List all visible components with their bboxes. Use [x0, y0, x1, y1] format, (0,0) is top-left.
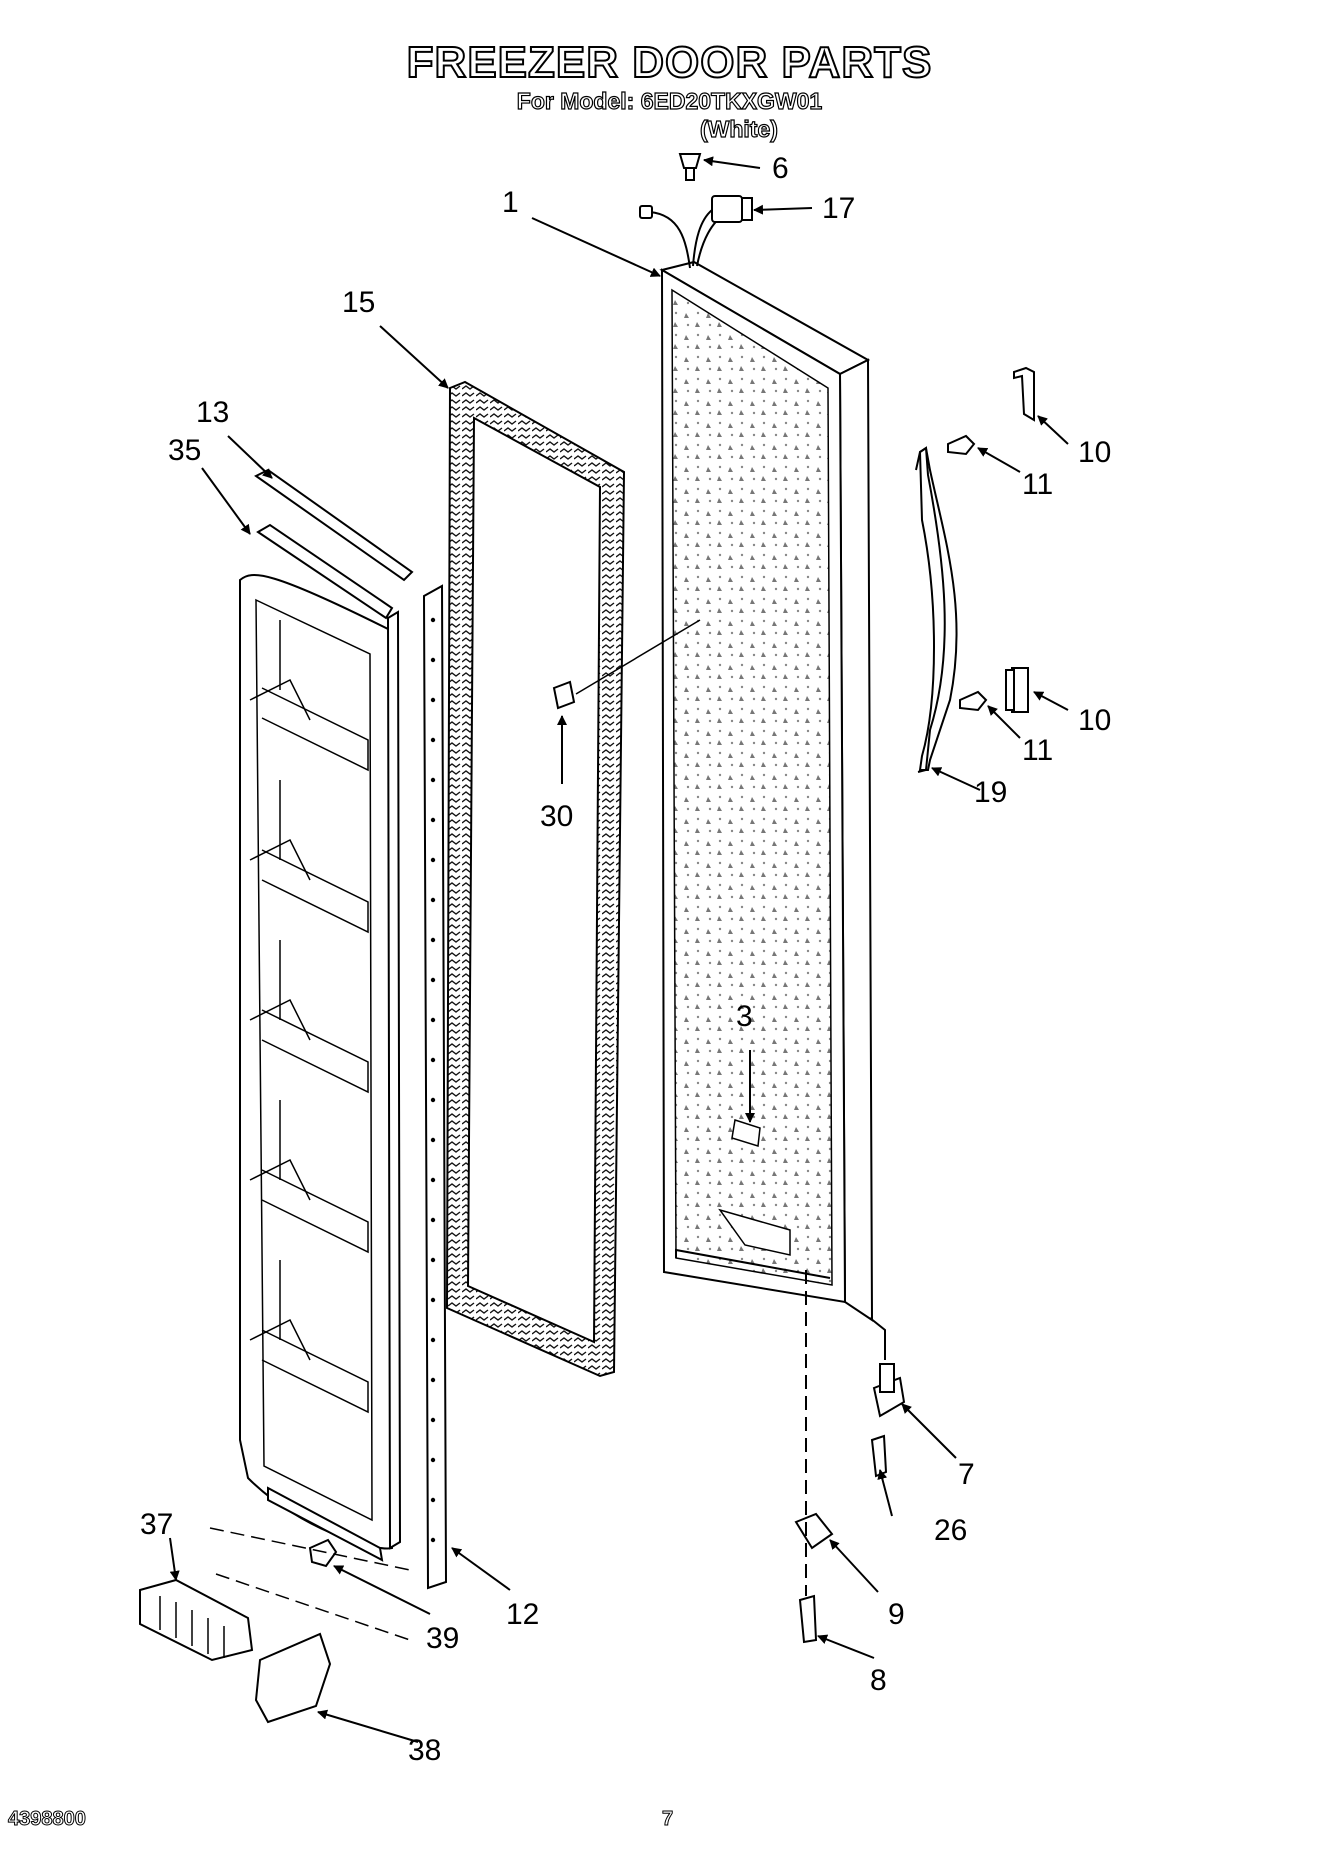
leader-6	[703, 156, 761, 169]
document-number: 4398800	[8, 1808, 87, 1831]
callout-8: 8	[870, 1664, 887, 1697]
leader-13	[227, 435, 273, 479]
door-handle	[915, 446, 958, 773]
leader-17	[753, 204, 813, 215]
page-title: FREEZER DOOR PARTS	[406, 37, 933, 88]
leader-lines	[169, 156, 1069, 1743]
callout-numbers: 1 3 6 7 8 9 10 10 11 11 12 13 15 17 19 2…	[140, 152, 1111, 1767]
callout-1: 1	[502, 186, 519, 219]
leader-26	[877, 1469, 893, 1517]
callout-39: 39	[426, 1622, 459, 1655]
callout-3: 3	[736, 1000, 753, 1033]
callout-12: 12	[506, 1598, 539, 1631]
leader-11b	[987, 705, 1021, 739]
outer-door-panel	[659, 260, 874, 1322]
callout-13: 13	[196, 396, 229, 429]
leader-15	[379, 325, 449, 389]
leader-39	[333, 1565, 431, 1615]
callout-26: 26	[934, 1514, 967, 1547]
leader-10a	[1037, 415, 1069, 445]
page-number: 7	[661, 1808, 674, 1831]
color-variant: (White)	[699, 115, 778, 142]
callout-38: 38	[408, 1734, 441, 1767]
hinge-cover-38	[254, 1632, 332, 1724]
leader-38	[317, 1709, 419, 1743]
side-trim-strip	[422, 584, 448, 1590]
door-gasket	[445, 380, 626, 1378]
callout-15: 15	[342, 286, 375, 319]
callout-37: 37	[140, 1508, 173, 1541]
callout-7: 7	[958, 1458, 975, 1491]
leader-8	[817, 1634, 875, 1659]
callout-30: 30	[540, 800, 573, 833]
hinge-bracket-9	[794, 1512, 834, 1550]
inner-door-liner	[239, 468, 414, 1562]
plug-part-6	[678, 153, 702, 169]
leader-35	[201, 467, 251, 535]
hinge-screw-8	[798, 1594, 818, 1644]
model-number: For Model: 6ED20TKXGW01	[516, 87, 823, 114]
callout-35: 35	[168, 434, 201, 467]
callout-10b: 10	[1078, 704, 1111, 737]
callout-17: 17	[822, 192, 855, 225]
callout-9: 9	[888, 1598, 905, 1631]
clip-part-30	[552, 680, 576, 710]
callout-6: 6	[772, 152, 789, 185]
screw-39	[308, 1538, 338, 1568]
handle-screws	[947, 434, 988, 712]
clip-reference-line	[575, 619, 701, 695]
leader-19	[931, 767, 981, 791]
callout-19: 19	[974, 776, 1007, 809]
callout-11a: 11	[1022, 468, 1053, 501]
leader-11a	[977, 447, 1021, 473]
callout-10a: 10	[1078, 436, 1111, 469]
leader-9	[829, 1539, 879, 1593]
hinge-assembly	[794, 1270, 906, 1644]
kick-grille-37	[139, 1578, 254, 1662]
leader-7	[901, 1403, 957, 1459]
callout-11b: 11	[1022, 734, 1053, 767]
wiring-harness	[639, 153, 753, 269]
hinge-screw-26	[870, 1434, 888, 1478]
handle-end-caps	[1005, 366, 1035, 713]
leader-1	[531, 217, 661, 277]
leader-37	[169, 1537, 180, 1581]
leader-12	[451, 1547, 511, 1591]
bottom-trim-parts	[139, 1527, 411, 1724]
leader-10b	[1033, 691, 1069, 711]
part-3-bracket	[731, 1119, 761, 1147]
